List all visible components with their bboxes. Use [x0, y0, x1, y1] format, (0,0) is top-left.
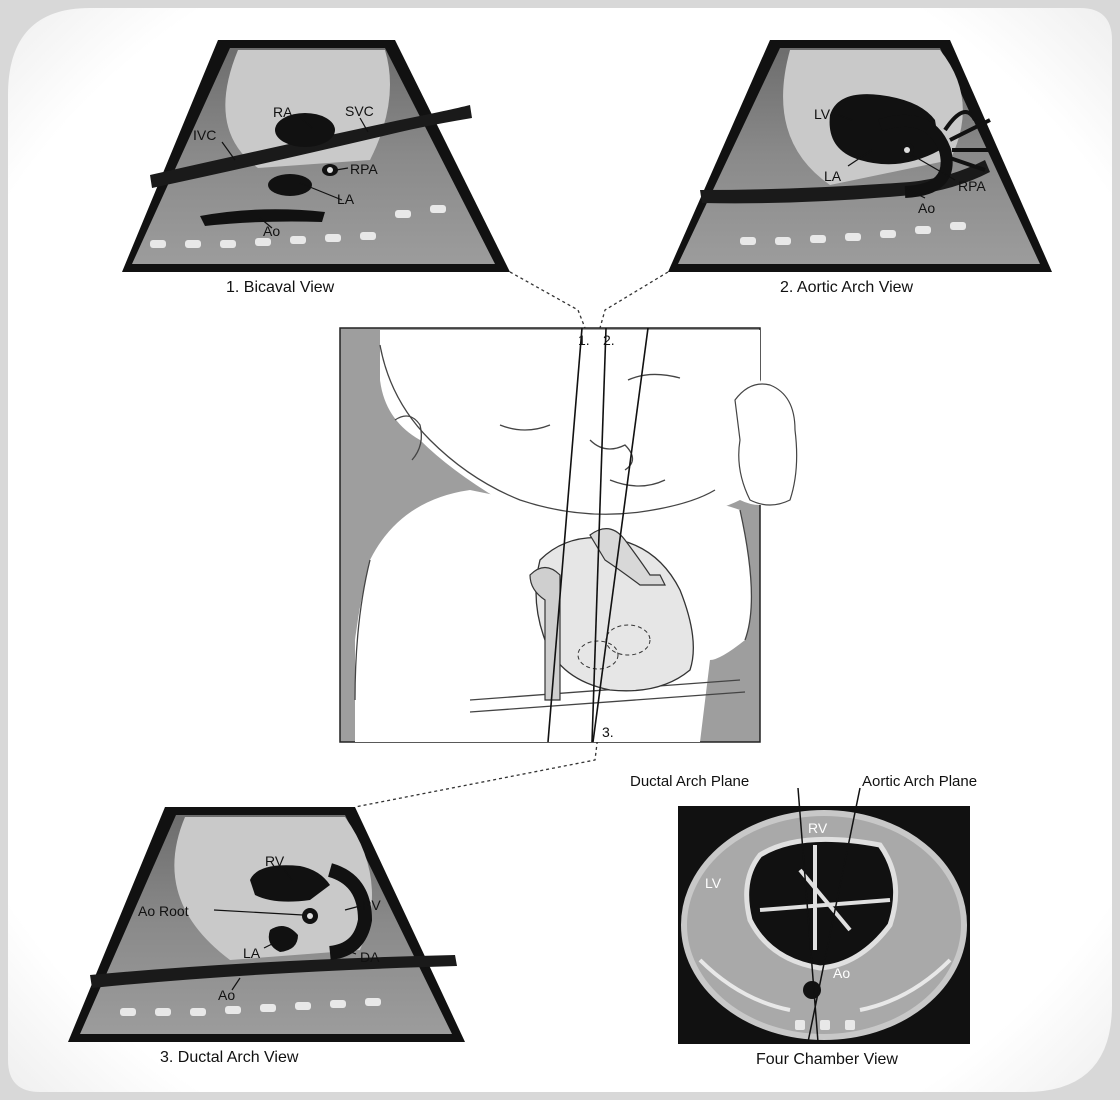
- aortic-rpa-label: RPA: [958, 178, 986, 194]
- ductal-ao-label: Ao: [218, 987, 235, 1003]
- bicaval-la-label: LA: [337, 191, 355, 207]
- aortic-caption: 2. Aortic Arch View: [780, 279, 914, 296]
- fetus-illustration: [340, 328, 807, 742]
- ductal-rv-label: RV: [265, 853, 285, 869]
- bicaval-ivc-label: IVC: [193, 127, 216, 143]
- plane-1-marker: 1.: [578, 332, 590, 348]
- bicaval-caption: 1. Bicaval View: [226, 279, 335, 296]
- bicaval-rpa-label: RPA: [350, 161, 378, 177]
- bicaval-ra-label: RA: [273, 104, 293, 120]
- four-chamber-lv-label: LV: [705, 875, 722, 891]
- four-chamber-ao-label: Ao: [833, 965, 850, 981]
- bicaval-svc-label: SVC: [345, 103, 374, 119]
- plane-3-marker: 3.: [602, 724, 614, 740]
- aortic-lv-label: LV: [814, 106, 831, 122]
- four-chamber-view-panel: RV LV Ao: [678, 806, 970, 1044]
- aortic-arch-plane-label: Aortic Arch Plane: [862, 773, 977, 790]
- ductal-ao-root-label: Ao Root: [138, 903, 189, 919]
- ductal-la-label: LA: [243, 945, 261, 961]
- plane-2-marker: 2.: [603, 332, 615, 348]
- ductal-da-label: DA: [360, 949, 380, 965]
- four-chamber-caption: Four Chamber View: [756, 1051, 898, 1068]
- four-chamber-rv-label: RV: [808, 820, 828, 836]
- bicaval-ao-label: Ao: [263, 223, 280, 239]
- ductal-pv-label: PV: [362, 897, 381, 913]
- aortic-la-label: LA: [824, 168, 842, 184]
- ductal-caption: 3. Ductal Arch View: [160, 1049, 299, 1066]
- ductal-arch-plane-label: Ductal Arch Plane: [630, 773, 749, 790]
- aortic-ao-label: Ao: [918, 200, 935, 216]
